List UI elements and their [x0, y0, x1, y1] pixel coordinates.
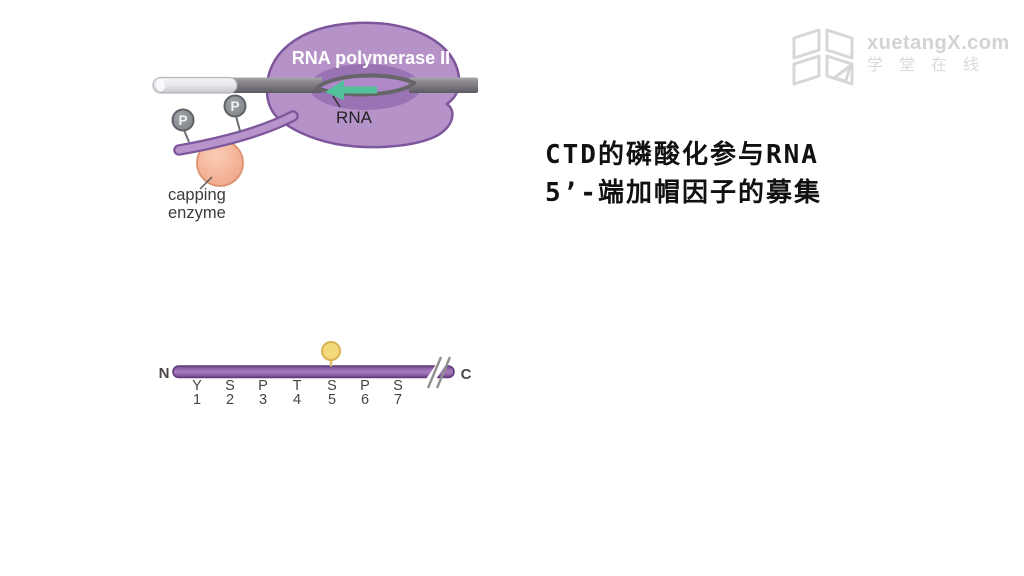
residue-letter-2: S — [225, 378, 235, 394]
residue-number-6: 6 — [361, 392, 369, 408]
residue-number-2: 2 — [226, 392, 234, 408]
phosphate-lollipop — [321, 341, 341, 361]
residue-letter-3: P — [258, 378, 268, 394]
residue-letter-5: S — [327, 378, 337, 394]
residue-number-4: 4 — [293, 392, 301, 408]
rna-arrowhead — [325, 80, 344, 100]
polymerase-title: RNA polymerase II — [292, 48, 450, 68]
residue-letter-7: S — [393, 378, 403, 394]
phosphate-label-1: P — [178, 113, 187, 128]
residue-letter-1: Y — [192, 378, 202, 394]
break-slash-1 — [426, 356, 443, 389]
phosphate-label-2: P — [230, 99, 239, 114]
dna-rod-middle — [232, 77, 322, 93]
residue-letter-4: T — [293, 378, 302, 394]
dna-rod-left — [152, 76, 238, 94]
residue-number-5: 5 — [328, 392, 336, 408]
capping-enzyme-label-line1: capping — [168, 186, 226, 204]
n-terminus-label: N — [159, 365, 170, 382]
ctd-backbone-bar — [172, 365, 455, 379]
open-book-icon — [792, 28, 854, 86]
caption-line-1: CTD的磷酸化参与RNA — [545, 140, 819, 170]
ctd-tail — [175, 112, 297, 154]
break-slash-2 — [435, 356, 452, 389]
residue-letter-6: P — [360, 378, 370, 394]
dna-rod-right — [409, 77, 478, 93]
phosphate-stick-2 — [235, 115, 241, 132]
residue-number-3: 3 — [259, 392, 267, 408]
watermark-brand-cn: 学堂在线 — [867, 57, 996, 74]
rna-polymerase-diagram: P P RNA polymerase II RNA capping enzyme — [152, 21, 478, 222]
caption: CTD的磷酸化参与RNA 5’-端加帽因子的募集 — [545, 136, 822, 212]
caption-line-2: 5’-端加帽因子的募集 — [545, 178, 822, 208]
watermark-brand: xuetangX.com — [867, 32, 1010, 54]
phosphate-badge-1 — [171, 108, 195, 132]
rna-label: RNA — [336, 108, 373, 127]
residue-number-7: 7 — [394, 392, 402, 408]
residue-number-1: 1 — [193, 392, 201, 408]
capping-pointer-line — [199, 176, 213, 190]
phosphate-badge-2 — [223, 94, 247, 118]
rna-pointer-line — [332, 95, 341, 108]
capping-enzyme-label-line2: enzyme — [168, 204, 226, 222]
c-terminus-label: C — [461, 366, 472, 383]
dna-rod-tip-highlight — [156, 78, 165, 92]
watermark: xuetangX.com 学堂在线 — [786, 22, 1010, 86]
phosphate-stick-1 — [183, 129, 190, 143]
ctd-repeat-diagram: N C Y S P T S P S 1 2 3 4 5 6 7 — [159, 341, 472, 408]
